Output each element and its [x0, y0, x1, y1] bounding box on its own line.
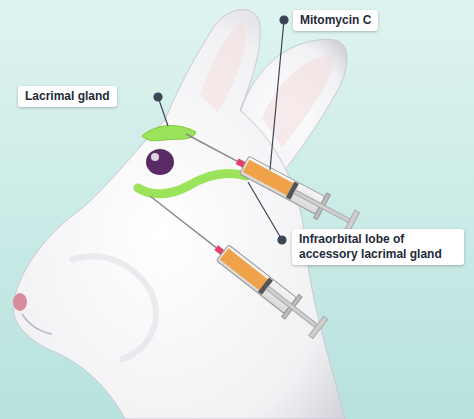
callout-label: Lacrimal gland	[18, 86, 117, 107]
lacrimal-gland	[142, 126, 196, 141]
rabbit-head	[14, 10, 345, 419]
eye-highlight	[151, 153, 159, 161]
infraorbital-lobe	[138, 174, 246, 194]
leader-line	[270, 20, 284, 170]
leader-dot	[154, 93, 162, 101]
leader-line	[158, 97, 168, 126]
nose	[13, 293, 27, 311]
callout-label: Mitomycin C	[293, 10, 378, 31]
leader-dot	[278, 236, 286, 244]
eye	[146, 149, 174, 175]
inner-ear	[200, 22, 246, 112]
leader-line	[248, 182, 282, 240]
callout-label: Infraorbital lobe of accessory lacrimal …	[292, 229, 464, 265]
inner-ear	[262, 55, 333, 148]
leader-dot	[280, 16, 288, 24]
mouth	[22, 314, 52, 334]
fur-shading	[70, 256, 156, 360]
